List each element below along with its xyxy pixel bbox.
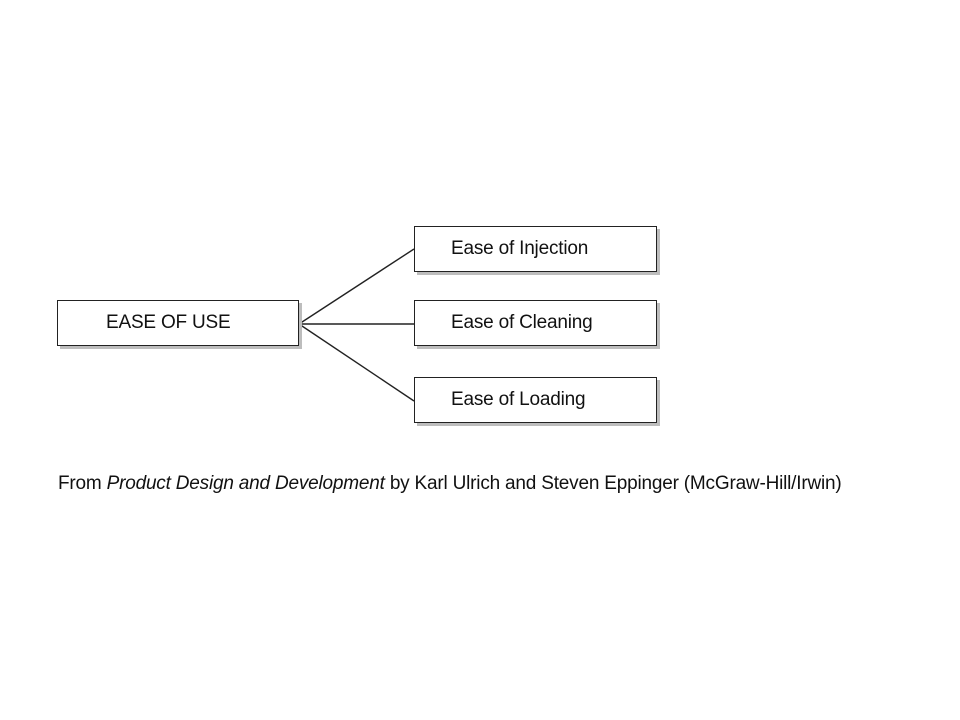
root-node-ease-of-use: EASE OF USE xyxy=(57,300,299,346)
child-node-label: Ease of Injection xyxy=(451,238,589,259)
connector-to-loading xyxy=(298,323,415,402)
child-node-ease-of-loading: Ease of Loading xyxy=(414,377,657,423)
child-node-ease-of-cleaning: Ease of Cleaning xyxy=(414,300,657,346)
child-node-label: Ease of Cleaning xyxy=(451,312,593,333)
child-node-label: Ease of Loading xyxy=(451,389,586,410)
root-node-label: EASE OF USE xyxy=(106,312,231,333)
caption-prefix: From xyxy=(58,473,107,494)
caption-suffix: by Karl Ulrich and Steven Eppinger (McGr… xyxy=(384,473,842,494)
child-node-ease-of-injection: Ease of Injection xyxy=(414,226,657,272)
connector-to-injection xyxy=(298,248,415,325)
source-caption: From Product Design and Development by K… xyxy=(58,473,938,495)
caption-book-title: Product Design and Development xyxy=(106,473,385,494)
